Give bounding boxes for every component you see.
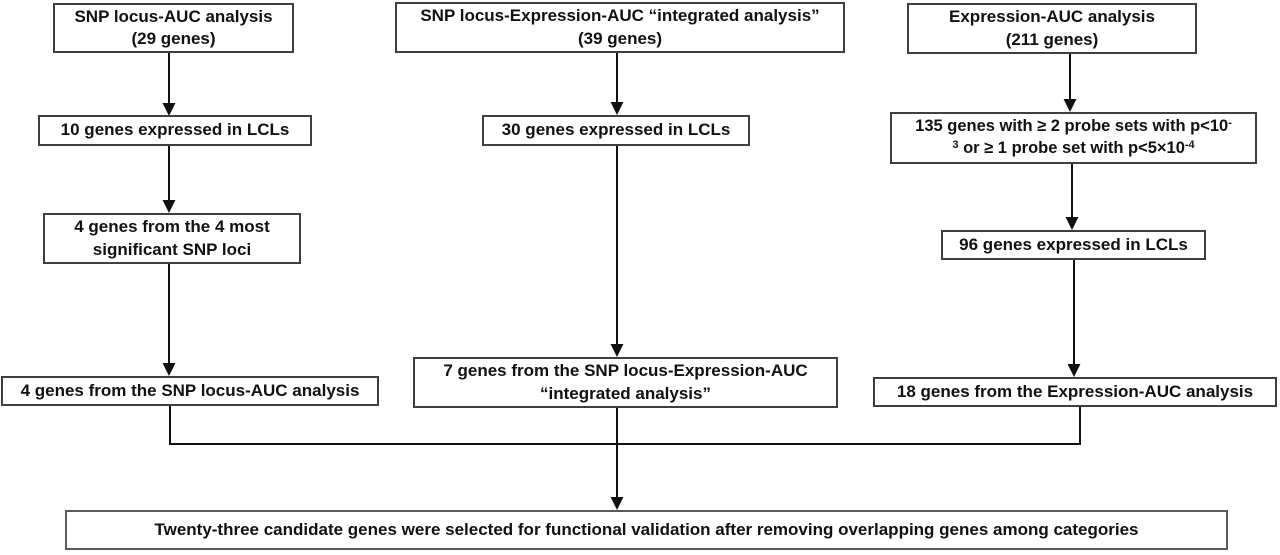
box-text: 96 genes expressed in LCLs: [959, 234, 1188, 254]
box-text: 135 genes with ≥ 2 probe sets with p<10-: [915, 117, 1232, 136]
box-snp-locus-auc-analysis: SNP locus-AUC analysis (29 genes): [53, 3, 294, 53]
box-text: (211 genes): [1005, 29, 1099, 49]
box-text: (29 genes): [131, 29, 216, 48]
box-expression-auc-analysis: Expression-AUC analysis (211 genes): [907, 3, 1197, 54]
box-text: SNP locus-Expression-AUC “integrated ana…: [420, 6, 820, 26]
box-text: 30 genes expressed in LCLs: [501, 120, 731, 140]
box-text: 10 genes expressed in LCLs: [60, 120, 290, 140]
box-text: “integrated analysis”: [539, 383, 711, 403]
superscript: -: [1228, 117, 1232, 130]
box-text: Expression-AUC analysis: [949, 7, 1155, 27]
box-integrated-analysis: SNP locus-Expression-AUC “integrated ana…: [395, 2, 845, 53]
box-text: significant SNP loci: [92, 239, 252, 259]
box-integrated-genes-expressed-lcls: 30 genes expressed in LCLs: [482, 115, 750, 146]
box-expression-genes-expressed-lcls: 96 genes expressed in LCLs: [941, 230, 1206, 260]
box-text: 7 genes from the SNP locus-Expression-AU…: [443, 361, 808, 381]
box-expression-probe-set-filter: 135 genes with ≥ 2 probe sets with p<10-…: [890, 112, 1257, 164]
box-expression-result: 18 genes from the Expression-AUC analysi…: [873, 377, 1277, 407]
box-text: 4 genes from the 4 most: [74, 217, 270, 237]
converge-connector: [169, 406, 1081, 445]
box-final-candidate-genes: Twenty-three candidate genes were select…: [65, 510, 1228, 550]
box-snp-4-genes-significant-loci: 4 genes from the 4 most significant SNP …: [43, 213, 301, 264]
box-integrated-result: 7 genes from the SNP locus-Expression-AU…: [413, 357, 838, 408]
box-text: 3 or ≥ 1 probe set with p<5×10-4: [952, 139, 1195, 157]
superscript: -4: [1184, 139, 1195, 152]
box-text: SNP locus-AUC analysis: [74, 6, 273, 26]
box-snp-result: 4 genes from the SNP locus-AUC analysis: [1, 376, 379, 406]
box-text: (39 genes): [577, 28, 663, 48]
superscript: 3: [952, 139, 959, 152]
box-text: 4 genes from the SNP locus-AUC analysis: [20, 380, 360, 400]
box-text: 18 genes from the Expression-AUC analysi…: [896, 381, 1254, 401]
box-snp-genes-expressed-lcls: 10 genes expressed in LCLs: [38, 115, 312, 146]
box-text: Twenty-three candidate genes were select…: [154, 519, 1139, 539]
